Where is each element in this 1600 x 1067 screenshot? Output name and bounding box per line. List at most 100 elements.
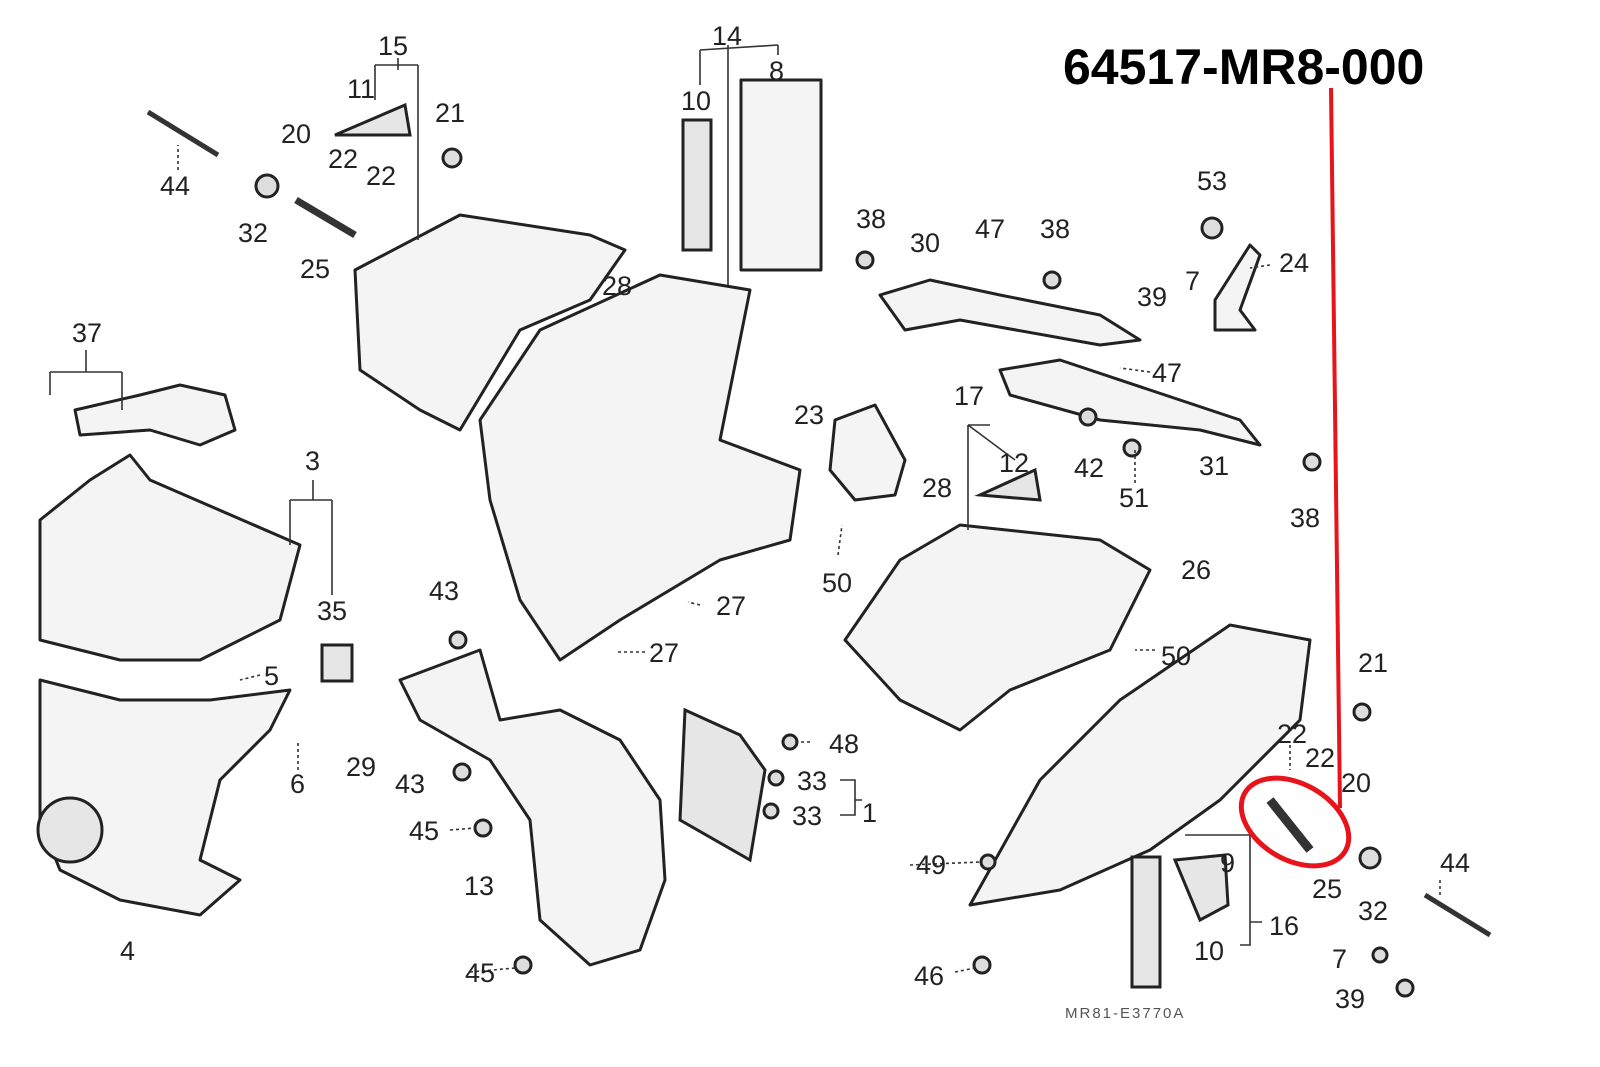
- fastener-33b: [762, 802, 780, 820]
- highlight-leader-line: [1329, 87, 1342, 809]
- part-number-title: 64517-MR8-000: [1063, 39, 1424, 95]
- label-35: [320, 643, 354, 683]
- fastener-21-lower: [1352, 702, 1372, 722]
- bracket-24: [1213, 243, 1262, 332]
- callout-label: 6: [290, 769, 305, 799]
- fastener-38b: [1042, 270, 1062, 290]
- callout-label: 49: [916, 850, 946, 880]
- callout-label: 9: [1220, 848, 1235, 878]
- part-shapes: [36, 78, 1492, 998]
- fastener-33: [767, 769, 785, 787]
- callout-label: 17: [954, 381, 984, 411]
- callout-label: 23: [794, 400, 824, 430]
- part-highlight: [1238, 87, 1352, 869]
- bolt-25-top: [294, 196, 357, 239]
- callout-label: 38: [1290, 503, 1320, 533]
- windscreen: [38, 453, 302, 662]
- callout-label: 25: [1312, 874, 1342, 904]
- highlight-circle: [1238, 775, 1352, 869]
- fastener-21: [441, 147, 463, 169]
- fastener-53: [1200, 216, 1224, 240]
- callout-label: 45: [409, 816, 439, 846]
- callout-label: 21: [435, 98, 465, 128]
- headlight-opening: [36, 796, 104, 864]
- stay-30: [878, 278, 1142, 347]
- callout-label: 10: [1194, 936, 1224, 966]
- fastener-42: [1078, 407, 1098, 427]
- seal-strip-10-lower: [1130, 855, 1162, 989]
- fastener-38c: [1302, 452, 1322, 472]
- nut-32: [254, 173, 280, 199]
- callout-label: 45: [465, 958, 495, 988]
- fastener-51: [1122, 438, 1142, 458]
- air-grille: [678, 707, 767, 863]
- callout-label: 13: [464, 871, 494, 901]
- callout-label: 33: [792, 801, 822, 831]
- callout-label: 29: [346, 752, 376, 782]
- callout-label: 1: [862, 798, 877, 828]
- fastener-45b: [513, 955, 533, 975]
- callout-label: 24: [1279, 248, 1309, 278]
- under-cowl: [968, 623, 1312, 907]
- mirror: [73, 383, 237, 447]
- fastener-43: [448, 630, 468, 650]
- callout-label: 51: [1119, 483, 1149, 513]
- callout-label: 21: [1358, 648, 1388, 678]
- callout-label: 43: [395, 769, 425, 799]
- callout-label: 16: [1269, 911, 1299, 941]
- callout-label: 53: [1197, 166, 1227, 196]
- fastener-38: [855, 250, 875, 270]
- upper-cowl: [38, 678, 292, 917]
- callout-label: 39: [1137, 282, 1167, 312]
- callout-label: 38: [856, 204, 886, 234]
- callout-label: 48: [829, 729, 859, 759]
- callout-label: 39: [1335, 984, 1365, 1014]
- lower-cowl-right: [843, 523, 1152, 732]
- callout-label: 50: [1161, 641, 1191, 671]
- callout-label: 44: [160, 171, 190, 201]
- callout-label: 8: [769, 56, 784, 86]
- callout-label: 32: [238, 218, 268, 248]
- callout-label: 3: [305, 446, 320, 476]
- callout-label: 32: [1358, 896, 1388, 926]
- callout-label: 20: [1341, 768, 1371, 798]
- inner-panel-left: [398, 648, 667, 967]
- callout-label: 27: [649, 638, 679, 668]
- callout-label: 5: [264, 661, 279, 691]
- callout-label: 22: [366, 161, 396, 191]
- callout-label: 14: [712, 21, 742, 51]
- seal-11: [334, 102, 412, 137]
- callout-label: 35: [317, 596, 347, 626]
- fastener-7: [1371, 946, 1389, 964]
- callout-label: 7: [1185, 266, 1200, 296]
- fastener-48: [781, 733, 799, 751]
- callout-labels: 15 11 21 20 22 22 32 25 44 14 8 10 28 38…: [72, 21, 1470, 1014]
- callout-label: 28: [922, 473, 952, 503]
- seal-panel-8: [739, 78, 823, 272]
- callout-label: 44: [1440, 848, 1470, 878]
- leader-lines: [49, 44, 1441, 973]
- bolt-44-lower: [1423, 892, 1492, 938]
- callout-label: 43: [429, 576, 459, 606]
- callout-label: 27: [716, 591, 746, 621]
- stay-31: [998, 358, 1262, 447]
- callout-label: 42: [1074, 453, 1104, 483]
- callout-label: 22: [1305, 743, 1335, 773]
- callout-label: 33: [797, 766, 827, 796]
- bolt-44-top: [146, 109, 220, 158]
- callout-label: 31: [1199, 451, 1229, 481]
- callout-label: 38: [1040, 214, 1070, 244]
- callout-label: 22: [328, 144, 358, 174]
- upper-fairing-inner-panel: [353, 213, 627, 432]
- callout-label: 30: [910, 228, 940, 258]
- nut-32-lower: [1358, 846, 1382, 870]
- callout-label: 22: [1277, 719, 1307, 749]
- callout-label: 28: [602, 271, 632, 301]
- callout-label: 12: [999, 448, 1029, 478]
- callout-label: 10: [681, 86, 711, 116]
- fastener-45: [473, 818, 493, 838]
- callout-label: 37: [72, 318, 102, 348]
- callout-label: 4: [120, 936, 135, 966]
